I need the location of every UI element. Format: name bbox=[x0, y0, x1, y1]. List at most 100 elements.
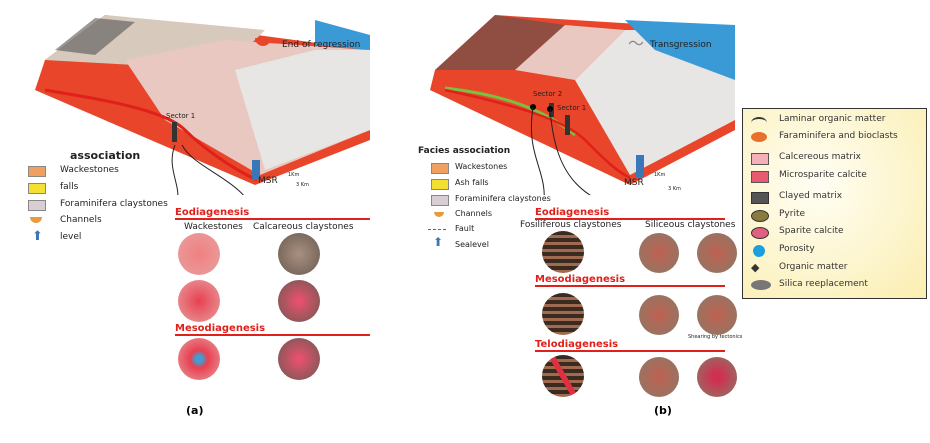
legend-item: Channels bbox=[455, 209, 493, 218]
microsparite-swatch bbox=[751, 171, 769, 183]
legend-item: Wackestones bbox=[60, 165, 119, 175]
regression-icon bbox=[255, 38, 271, 46]
transgression-icon: 〜 bbox=[628, 34, 645, 53]
swatch-falls bbox=[28, 183, 46, 194]
legend-item: Ash falls bbox=[455, 178, 489, 187]
swatch-claystones bbox=[28, 200, 46, 211]
scale-h: 3 Km bbox=[296, 182, 309, 188]
arrow-up-icon: ⬆ bbox=[32, 229, 43, 244]
basin-floor bbox=[575, 30, 735, 175]
silica-icon bbox=[751, 280, 771, 290]
msr-label: MSR bbox=[624, 178, 644, 188]
divider bbox=[175, 334, 370, 336]
scale-v: 1Km bbox=[654, 172, 666, 178]
legend-item: Channels bbox=[60, 215, 102, 225]
sector2-label: Sector 2 bbox=[533, 90, 563, 98]
legend-label: Clayed matrix bbox=[779, 191, 843, 201]
platform-top bbox=[515, 25, 625, 80]
column-label: Siliceous claystones bbox=[645, 220, 736, 230]
block-diagram-a bbox=[35, 15, 370, 195]
column-label: Wackestones bbox=[184, 222, 243, 232]
msr-line bbox=[444, 88, 631, 180]
scale-h: 3 Km bbox=[668, 186, 681, 192]
sparite-icon bbox=[751, 227, 769, 239]
shearing-note: Shearing by tectonics bbox=[688, 334, 743, 340]
karst-pattern bbox=[55, 18, 135, 55]
legend-label: Silica reeplacement bbox=[779, 279, 868, 289]
basin-floor bbox=[235, 50, 370, 170]
swatch-wackestones bbox=[431, 163, 449, 174]
column-label: Fosiliferous claystones bbox=[520, 220, 622, 230]
eodiagenesis-heading-a: Eodiagenesis bbox=[175, 207, 250, 218]
thin-section bbox=[278, 233, 320, 275]
column-label: Calcareous claystones bbox=[253, 222, 354, 232]
swatch-ash-falls bbox=[431, 179, 449, 190]
sealevel-arrow-icon bbox=[252, 160, 260, 180]
sector-label: Sector 1 bbox=[166, 112, 196, 120]
calcareous-matrix-swatch bbox=[751, 153, 769, 165]
fault-icon bbox=[428, 229, 446, 230]
legend-title-a: association bbox=[70, 149, 141, 162]
laminar-organic-icon bbox=[751, 117, 767, 129]
sector-column bbox=[565, 115, 570, 135]
sea bbox=[315, 20, 370, 50]
telodiagenesis-heading-b: Telodiagenesis bbox=[535, 339, 619, 350]
component-legend: Laminar organic matter Faraminifera and … bbox=[742, 108, 927, 299]
thin-section bbox=[178, 338, 220, 380]
thin-section bbox=[639, 233, 679, 273]
sector-column bbox=[172, 122, 177, 142]
divider bbox=[535, 218, 725, 220]
legend-item: Sealevel bbox=[455, 240, 489, 249]
mesodiagenesis-heading-a: Mesodiagenesis bbox=[175, 323, 266, 334]
thin-section bbox=[178, 233, 220, 275]
legend-item: Wackestones bbox=[455, 162, 508, 171]
stage-title-a: End of regression bbox=[282, 40, 361, 50]
channel-icon bbox=[434, 212, 444, 217]
thin-section bbox=[542, 293, 584, 335]
swatch-claystones bbox=[431, 195, 449, 206]
sealevel-arrow-icon bbox=[636, 155, 644, 177]
legend-title-b: Facies association bbox=[418, 146, 511, 156]
legend-label: Faraminifera and bioclasts bbox=[779, 131, 898, 141]
sector1-label: Sector 1 bbox=[557, 104, 587, 112]
eodiagenesis-heading-b: Eodiagenesis bbox=[535, 207, 610, 218]
legend-item: Foraminifera claystones bbox=[455, 194, 551, 203]
legend-label: Calcereous matrix bbox=[779, 152, 861, 162]
block-diagram-b bbox=[430, 15, 735, 195]
legend-label: Pyrite bbox=[779, 209, 806, 219]
thin-section bbox=[542, 355, 584, 397]
karst-pattern bbox=[435, 15, 565, 70]
thin-section bbox=[178, 280, 220, 322]
legend-label: Porosity bbox=[779, 244, 815, 254]
msr-label: MSR bbox=[258, 176, 278, 186]
thin-section bbox=[697, 295, 737, 335]
thin-section bbox=[697, 233, 737, 273]
thin-section bbox=[639, 357, 679, 397]
legend-label: Microsparite calcite bbox=[779, 170, 867, 180]
thin-section bbox=[542, 231, 584, 273]
arrow-up-icon: ⬆ bbox=[433, 235, 444, 249]
channel-icon bbox=[30, 217, 42, 223]
legend-label: Laminar organic matter bbox=[779, 114, 886, 124]
sea bbox=[625, 20, 735, 80]
divider bbox=[175, 218, 370, 220]
legend-label: Sparite calcite bbox=[779, 226, 844, 236]
organic-matter-icon: ◆ bbox=[751, 261, 760, 274]
divider bbox=[535, 350, 725, 352]
legend-item: falls bbox=[60, 182, 79, 192]
stage-title-b: Transgression bbox=[650, 40, 712, 50]
caption-a: (a) bbox=[186, 404, 204, 417]
legend-item: Fault bbox=[455, 224, 475, 233]
swatch-wackestones bbox=[28, 166, 46, 177]
legend-item: Foraminifera claystones bbox=[60, 199, 168, 209]
clayed-matrix-swatch bbox=[751, 192, 769, 204]
pyrite-icon bbox=[751, 210, 769, 222]
scale-v: 1Km bbox=[288, 172, 300, 178]
divider bbox=[535, 285, 725, 287]
mesodiagenesis-heading-b: Mesodiagenesis bbox=[535, 274, 626, 285]
msr-line bbox=[44, 88, 258, 182]
thin-section bbox=[697, 357, 737, 397]
thin-section bbox=[278, 338, 320, 380]
caption-b: (b) bbox=[654, 404, 672, 417]
